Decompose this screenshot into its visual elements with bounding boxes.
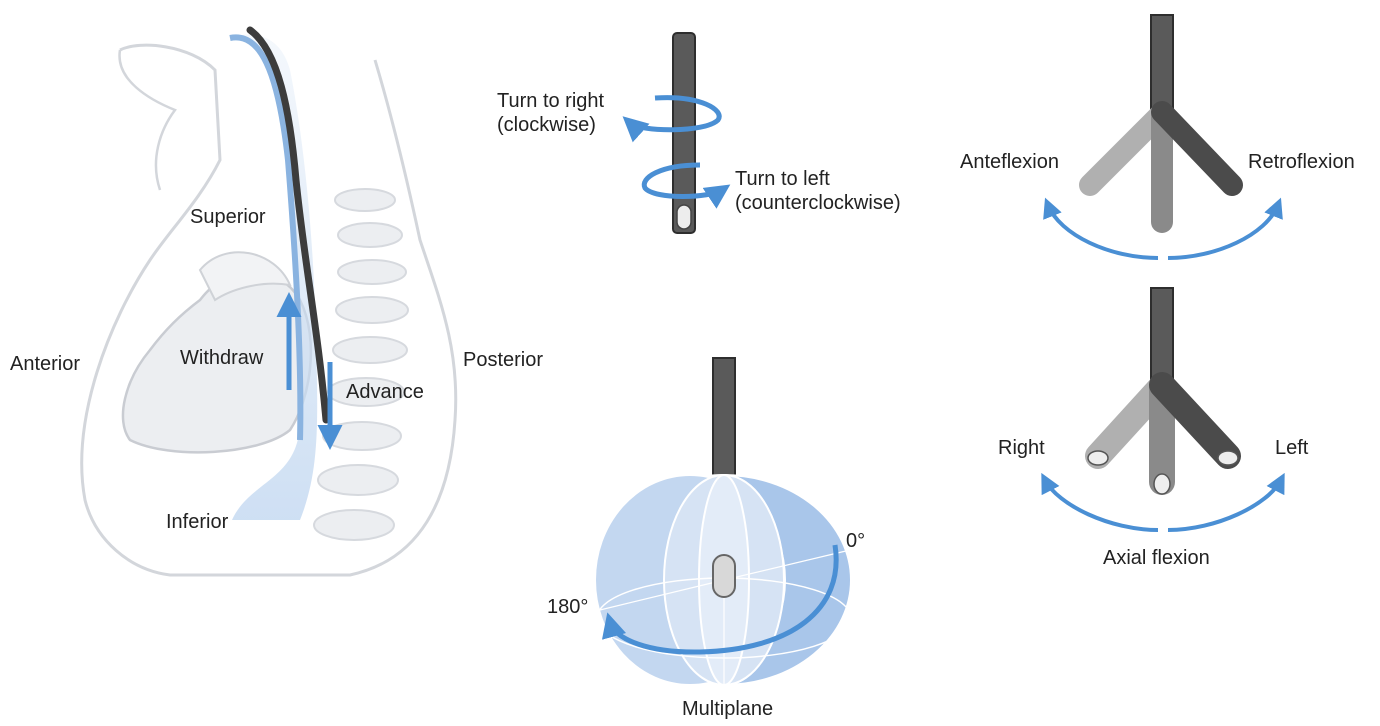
flexion-top-shaft	[1151, 15, 1173, 115]
label-180-degrees: 180°	[547, 595, 588, 619]
axial-arc-right	[1168, 480, 1281, 530]
face-outline	[120, 50, 175, 190]
label-turn-left-line2: (counterclockwise)	[735, 191, 901, 215]
sagittal-anatomy	[82, 30, 456, 575]
label-turn-left-line1: Turn to left	[735, 167, 830, 191]
multiplane	[595, 358, 851, 685]
label-axial-flexion: Axial flexion	[1103, 546, 1210, 570]
label-inferior: Inferior	[166, 510, 228, 534]
label-superior: Superior	[190, 205, 266, 229]
flexion-top-arc	[1048, 205, 1158, 258]
multiplane-shaft	[713, 358, 735, 478]
rotation-probe-tip	[677, 205, 691, 229]
label-multiplane: Multiplane	[682, 697, 773, 721]
label-anterior: Anterior	[10, 352, 80, 376]
rotation-probe	[630, 33, 722, 233]
multiplane-tip	[713, 555, 735, 597]
label-zero-degrees: 0°	[846, 529, 865, 553]
label-left: Left	[1275, 436, 1308, 460]
label-right: Right	[998, 436, 1045, 460]
label-withdraw: Withdraw	[180, 346, 263, 370]
axial-arc-left	[1045, 480, 1158, 530]
label-anteflexion: Anteflexion	[960, 150, 1059, 174]
label-retroflexion: Retroflexion	[1248, 150, 1355, 174]
label-advance: Advance	[346, 380, 424, 404]
anteflexion-arm	[1090, 115, 1160, 185]
label-turn-right-line2: (clockwise)	[497, 113, 596, 137]
rotation-probe-shaft	[673, 33, 695, 233]
axial-flexion	[1045, 288, 1281, 530]
flexion-top-arc-right	[1168, 205, 1278, 258]
label-posterior: Posterior	[463, 348, 543, 372]
label-turn-right-line1: Turn to right	[497, 89, 604, 113]
ante-retro-flexion	[1048, 15, 1278, 258]
